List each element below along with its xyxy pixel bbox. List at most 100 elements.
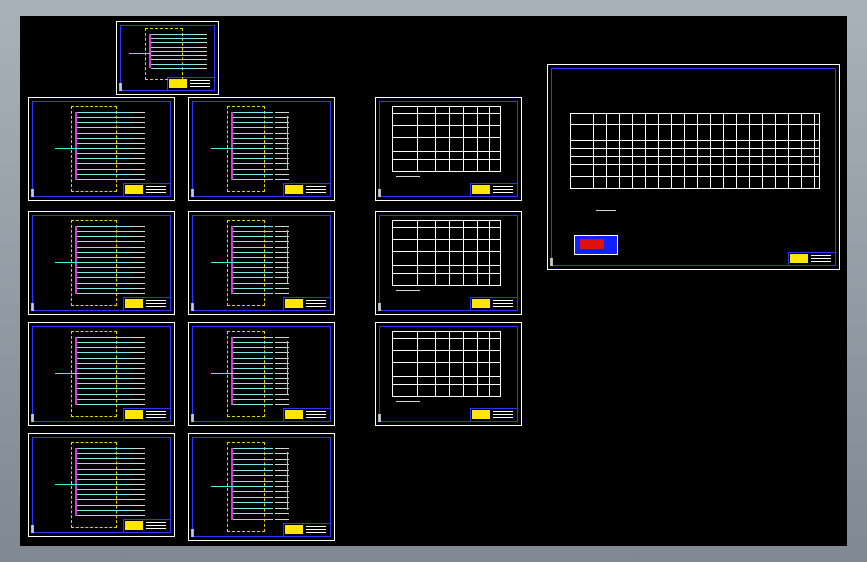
drawing-sheet-10[interactable] [375, 97, 522, 201]
circuit-line [233, 383, 273, 385]
title-block-logo [472, 185, 490, 194]
busbar [231, 112, 233, 180]
circuit-line [77, 458, 131, 460]
circuit-line [233, 277, 273, 279]
incoming-feeder [55, 262, 77, 263]
drawing-sheet-9[interactable] [188, 433, 335, 541]
circuit-label [275, 246, 289, 248]
circuit-line [233, 127, 273, 129]
right-bus [287, 452, 288, 510]
circuit-line [77, 489, 131, 491]
margin-mark [31, 414, 34, 422]
table-row-rule [571, 140, 819, 141]
circuit-line [77, 122, 131, 124]
circuit-line [233, 342, 273, 344]
circuit-line [233, 236, 273, 238]
margin-mark [378, 303, 381, 311]
sheet-frame [192, 215, 331, 311]
table-col-rule [489, 107, 490, 171]
circuit-line [151, 67, 197, 69]
circuit-label [197, 55, 207, 57]
table-col-rule [463, 221, 464, 285]
busbar [75, 448, 77, 516]
circuit-label [131, 226, 145, 227]
circuit-line [233, 398, 273, 400]
circuit-label [275, 507, 289, 509]
circuit-label [275, 148, 289, 149]
circuit-label [131, 403, 145, 405]
panel-boundary [71, 442, 117, 528]
table-row-rule [393, 227, 500, 228]
drawing-sheet-1[interactable] [116, 21, 219, 95]
circuit-label [275, 153, 289, 155]
title-block-logo [285, 410, 303, 419]
circuit-label [275, 383, 289, 385]
circuit-label [131, 231, 145, 233]
circuit-line [77, 342, 131, 344]
margin-mark [191, 189, 194, 197]
drawing-sheet-11[interactable] [375, 211, 522, 315]
model-space-canvas[interactable] [20, 16, 847, 546]
circuit-line [77, 168, 131, 170]
table-col-rule [801, 114, 802, 188]
circuit-label [275, 236, 289, 238]
circuit-line [77, 112, 131, 113]
circuit-line [151, 59, 197, 61]
margin-mark [550, 258, 553, 266]
sheet-frame [32, 215, 171, 311]
sheet-frame [551, 68, 836, 266]
circuit-label [131, 153, 145, 155]
circuit-line [77, 393, 131, 395]
circuit-label [197, 59, 207, 61]
table-row-rule [571, 156, 819, 157]
margin-mark [191, 414, 194, 422]
circuit-line [77, 347, 131, 349]
circuit-label [131, 468, 145, 470]
circuit-line [77, 362, 131, 364]
sheet-frame [32, 101, 171, 197]
drawing-sheet-3[interactable] [188, 97, 335, 201]
circuit-label [131, 383, 145, 385]
circuit-line [151, 46, 197, 48]
title-block-text [493, 186, 513, 187]
circuit-line [233, 458, 273, 460]
circuit-line [233, 251, 273, 253]
margin-mark [31, 525, 34, 533]
circuit-label [275, 373, 289, 374]
drawing-sheet-5[interactable] [188, 211, 335, 315]
drawing-sheet-2[interactable] [28, 97, 175, 201]
circuit-label [131, 158, 145, 160]
incoming-feeder [55, 484, 77, 485]
table-col-rule [463, 107, 464, 171]
circuit-line [77, 453, 131, 455]
circuit-label [131, 287, 145, 289]
drawing-sheet-7[interactable] [188, 322, 335, 426]
drawing-sheet-8[interactable] [28, 433, 175, 537]
circuit-label [275, 292, 289, 294]
sheet-frame [379, 326, 518, 422]
circuit-label [131, 256, 145, 258]
drawing-sheet-12[interactable] [375, 322, 522, 426]
circuit-label [131, 292, 145, 294]
table-col-rule [775, 114, 776, 188]
table-col-rule [449, 221, 450, 285]
drawing-sheet-4[interactable] [28, 211, 175, 315]
panel-boundary [227, 442, 265, 532]
circuit-line [233, 256, 273, 258]
table-col-rule [489, 221, 490, 285]
title-block-text [493, 300, 513, 301]
table-col-rule [449, 332, 450, 396]
title-block-text [493, 411, 513, 412]
margin-mark [378, 414, 381, 422]
circuit-label [131, 489, 145, 491]
circuit-label [275, 267, 289, 269]
circuit-line [77, 246, 131, 248]
drawing-sheet-6[interactable] [28, 322, 175, 426]
drawing-sheet-13[interactable] [547, 64, 840, 270]
incoming-feeder [211, 373, 233, 374]
table-col-rule [697, 114, 698, 188]
table-row-rule [393, 137, 500, 138]
panel-boundary [227, 106, 265, 192]
circuit-line [233, 168, 273, 170]
